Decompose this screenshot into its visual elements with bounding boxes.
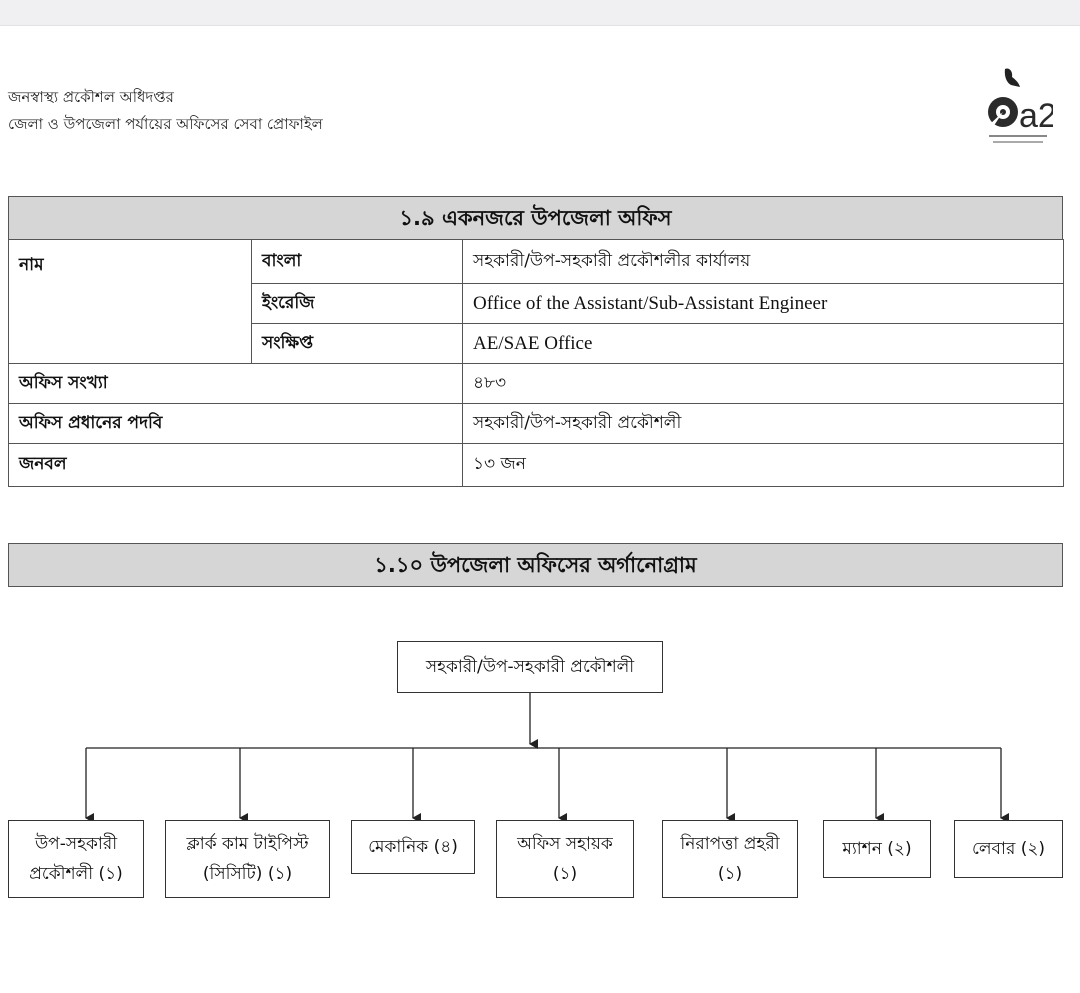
department-name: জনস্বাস্থ্য প্রকৌশল অধিদপ্তর: [8, 88, 174, 106]
org-box-security-guard: নিরাপত্তা প্রহরী (১): [662, 820, 798, 898]
short-label: সংক্ষিপ্ত: [251, 323, 463, 364]
org-box-line2: (সিসিটি) (১): [202, 864, 293, 884]
short-value: AE/SAE Office: [462, 323, 1064, 364]
bangla-label: বাংলা: [251, 239, 463, 284]
org-box-line1: নিরাপত্তা প্রহরী: [680, 834, 780, 854]
office-head-value: সহকারী/উপ-সহকারী প্রকৌশলী: [462, 403, 1064, 444]
org-box-labour: লেবার (২): [954, 820, 1063, 878]
org-root-box: সহকারী/উপ-সহকারী প্রকৌশলী: [397, 641, 663, 693]
logo-text: a2i: [1019, 97, 1053, 135]
office-count-label: অফিস সংখ্যা: [8, 363, 463, 404]
org-box-line1: উপ-সহকারী: [34, 834, 118, 854]
org-box-mason: ম্যাশন (২): [823, 820, 931, 878]
org-box-line2: (১): [552, 864, 578, 884]
a2i-logo: a2i: [988, 68, 1053, 143]
org-box-mechanic: মেকানিক (৪): [351, 820, 475, 874]
english-label: ইংরেজি: [251, 283, 463, 324]
org-box-line1: লেবার (২): [971, 839, 1046, 859]
org-box-line2: প্রকৌশলী (১): [29, 864, 123, 884]
org-box-line1: ম্যাশন (২): [842, 839, 912, 859]
office-count-value: ৪৮৩: [462, 363, 1064, 404]
top-bar: [0, 0, 1080, 26]
org-box-line1: অফিস সহায়ক: [517, 834, 613, 854]
section-title-organogram: ১.১০ উপজেলা অফিসের অর্গানোগ্রাম: [8, 543, 1063, 587]
org-box-line2: (১): [717, 864, 743, 884]
name-label: নাম: [8, 239, 252, 364]
org-box-office-assistant: অফিস সহায়ক (১): [496, 820, 634, 898]
org-box-clerk-typist: ক্লার্ক কাম টাইপিস্ট (সিসিটি) (১): [165, 820, 330, 898]
office-info-table: নাম বাংলা সহকারী/উপ-সহকারী প্রকৌশলীর কার…: [8, 239, 1064, 487]
org-box-sub-assistant-engineer: উপ-সহকারী প্রকৌশলী (১): [8, 820, 144, 898]
english-value: Office of the Assistant/Sub-Assistant En…: [462, 283, 1064, 324]
manpower-label: জনবল: [8, 443, 463, 487]
org-box-line1: মেকানিক (৪): [368, 837, 458, 857]
org-box-line1: ক্লার্ক কাম টাইপিস্ট: [186, 834, 309, 854]
office-head-label: অফিস প্রধানের পদবি: [8, 403, 463, 444]
manpower-value: ১৩ জন: [462, 443, 1064, 487]
profile-subtitle: জেলা ও উপজেলা পর্যায়ের অফিসের সেবা প্রো…: [8, 115, 323, 133]
